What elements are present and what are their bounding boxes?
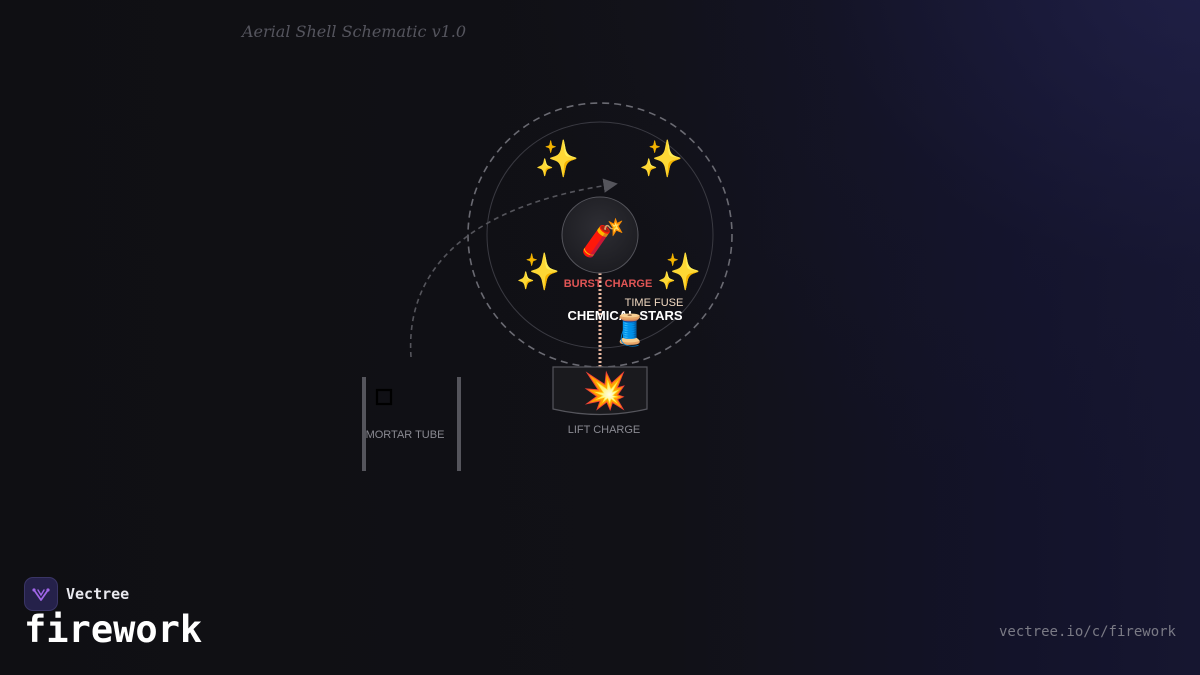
sparkles-icon: ✨ (657, 252, 702, 292)
burst-charge-core (561, 196, 639, 274)
launch-trajectory (409, 178, 618, 358)
lift-charge-cup (552, 366, 648, 416)
lift-charge-label: LIFT CHARGE (568, 424, 641, 436)
chemical-stars-label: CHEMICAL STARS (567, 308, 682, 323)
shell-inner-casing (486, 121, 714, 349)
sparkles-icon: ✨ (639, 139, 684, 179)
square-icon (375, 388, 393, 406)
mortar-tube-right-wall (457, 377, 461, 471)
firecracker-icon: 🧨 (581, 217, 626, 258)
sparkles-icon: ✨ (535, 139, 580, 179)
mortar-tube-label: MORTAR TUBE (366, 429, 445, 441)
source-url-link[interactable]: vectree.io/c/firework (998, 624, 1176, 640)
mortar-tube-left-wall (362, 377, 366, 471)
time-fuse-label: TIME FUSE (625, 297, 684, 309)
brand-name: Vectree (66, 585, 130, 603)
explosion-icon: 💥 (583, 370, 628, 412)
schematic-title: Aerial Shell Schematic v1.0 (242, 22, 467, 41)
sparkles-icon: ✨ (516, 252, 561, 292)
vectree-logo-icon (24, 577, 58, 611)
spool-icon: 🧵 (611, 312, 648, 348)
page-title: firework (24, 608, 203, 651)
burst-charge-label: BURST CHARGE (564, 278, 653, 290)
brand[interactable]: Vectree (24, 577, 129, 611)
